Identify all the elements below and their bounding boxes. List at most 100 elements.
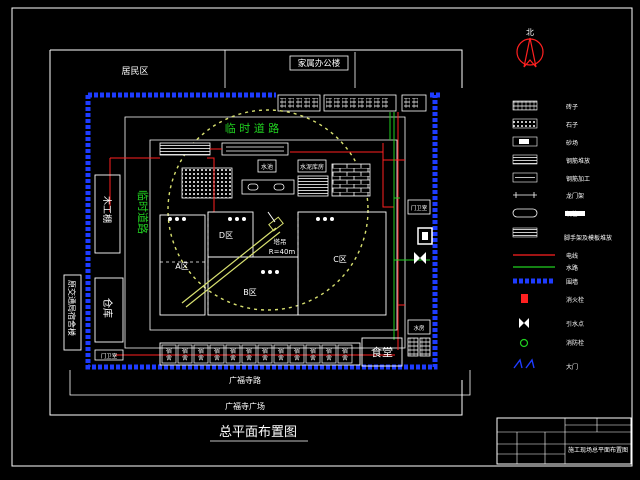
dorm-cell-label: 宿 <box>326 347 332 355</box>
dorm-cell-label: 宿 <box>198 347 204 355</box>
zone-b-label: B区 <box>243 288 257 297</box>
zone-dots <box>168 217 334 274</box>
legend-label-formwork-stack: 脚手架及模板堆放 <box>564 234 612 242</box>
materials-yard <box>159 142 371 199</box>
dorm-cell-label: 舍 <box>342 354 348 362</box>
dorm-cell-label: 舍 <box>262 354 268 362</box>
dorm-cell-label: 舍 <box>230 354 236 362</box>
legend-label-wall-line: 围墙 <box>566 278 578 286</box>
carpentry-label: 木工棚 <box>101 196 113 223</box>
gate-guard-left-label: 门卫室 <box>101 352 118 360</box>
gate-guard-right-label: 门卫室 <box>411 204 428 212</box>
dorm-cell <box>241 344 257 364</box>
dorm-cell-label: 舍 <box>246 354 252 362</box>
zone-dashed-divisions <box>160 212 299 315</box>
canteen-label: 食堂 <box>371 345 393 359</box>
dorm-cell <box>289 344 305 364</box>
dorm-cell <box>337 344 353 364</box>
dorm-cell-label: 宿 <box>294 347 300 355</box>
water-room-box <box>407 319 431 335</box>
legend-icon-formwork-stack <box>512 227 538 238</box>
legend-label-brick: 砖子 <box>566 103 578 111</box>
title-block-name: 施工现场总平面布置图 <box>568 446 628 454</box>
legend-icon-brick <box>512 100 538 111</box>
title-block <box>496 417 632 465</box>
zone-b-building <box>207 256 299 316</box>
dorm-cell-label: 宿 <box>262 347 268 355</box>
legend-label-water-line: 电线 <box>566 252 578 260</box>
right-dorm-2 <box>419 337 431 357</box>
news-board-label: 原交通局宿舍楼 <box>67 280 77 336</box>
water-room-label: 水房 <box>413 324 425 332</box>
dorm-cell-label: 宿 <box>182 347 188 355</box>
legend-icon-gate <box>513 358 535 369</box>
office-label: 家属办公楼 <box>298 58 341 69</box>
zone-a-building <box>159 214 206 316</box>
tower-crane-radius-label: R=40m <box>269 248 296 256</box>
right-gate-icon <box>422 232 428 240</box>
legend-icon-rebar-process <box>512 172 538 183</box>
power-line <box>389 112 430 340</box>
dorm-cell-label: 舍 <box>182 354 188 362</box>
residential-label: 居民区 <box>121 66 148 77</box>
boundary-line <box>49 49 463 416</box>
dorm-cell-label: 宿 <box>230 347 236 355</box>
dorm-cell <box>273 344 289 364</box>
legend-label-rebar-process: 钢筋加工 <box>566 175 590 183</box>
zone-a-label: A区 <box>175 262 188 271</box>
legend-labels: 砖子 石子 砂场 钢筋堆放 钢筋加工 龙门架 钢管 脚手架及模板堆放 电线 水路… <box>564 103 612 371</box>
meter-icon <box>414 252 426 264</box>
legend-label-pipe: 钢管 <box>566 210 578 218</box>
dorm-cell <box>193 344 209 364</box>
street-outline <box>69 370 471 396</box>
dorm-row <box>159 342 361 366</box>
carpentry-shed <box>94 174 121 254</box>
legend-label-meter: 引水点 <box>566 320 584 328</box>
dorm-cell-label: 舍 <box>294 354 300 362</box>
legend-icon-rebar <box>512 154 538 165</box>
site-wall <box>85 92 440 370</box>
dorm-cell-label: 舍 <box>214 354 220 362</box>
legend-icon-pipe <box>512 208 538 218</box>
plan-title: 总平面布置图 <box>219 425 297 440</box>
legend-icon-gravel <box>512 118 538 129</box>
news-board-building <box>63 274 82 351</box>
legend-icon-valve <box>519 338 529 348</box>
dorm-cell <box>177 344 193 364</box>
office-boundary <box>224 50 356 88</box>
warehouse-building <box>94 277 124 343</box>
zone-c-label: C区 <box>333 255 347 264</box>
dorm-cell <box>225 344 241 364</box>
tower-crane-radius <box>167 109 369 311</box>
dorm-cell <box>257 344 273 364</box>
north-label: 北 <box>526 28 534 37</box>
gate-guard-left-box <box>94 349 124 361</box>
legend-icon-hydrant <box>521 294 528 303</box>
legend-icons <box>512 100 585 369</box>
dorm-cell-label: 宿 <box>166 347 172 355</box>
water-tank-label: 水池 <box>261 163 273 171</box>
top-buildings <box>277 94 427 112</box>
dorm-cell-label: 宿 <box>342 347 348 355</box>
plaza-label: 广福寺广场 <box>225 401 265 411</box>
construction-boundary <box>149 139 398 331</box>
legend-label-formwork: 龙门架 <box>566 192 584 200</box>
dorm-cell-label: 宿 <box>214 347 220 355</box>
legend-icon-sand <box>512 136 538 147</box>
warehouse-label: 仓库 <box>101 298 114 318</box>
legend-icon-solid-bar <box>565 211 585 216</box>
legend-label-power-line: 水路 <box>566 264 578 272</box>
temp-road-top-label: 临 时 道 路 <box>225 121 280 135</box>
legend-icon-meter <box>519 318 529 328</box>
dorm-cell <box>321 344 337 364</box>
legend: 砖子 石子 砂场 钢筋堆放 钢筋加工 龙门架 钢管 脚手架及模板堆放 电线 水路… <box>512 100 612 371</box>
legend-label-rebar: 钢筋堆放 <box>566 157 590 165</box>
dorm-cell-label: 舍 <box>326 354 332 362</box>
temp-road-left-label: 临时道路 <box>136 190 150 234</box>
north-arrow-icon <box>516 37 544 68</box>
tower-crane-label: 塔吊 <box>274 237 287 246</box>
dorm-cell-label: 舍 <box>198 354 204 362</box>
legend-label-valve: 消防栓 <box>566 339 584 347</box>
legend-label-sand: 砂场 <box>566 139 578 147</box>
